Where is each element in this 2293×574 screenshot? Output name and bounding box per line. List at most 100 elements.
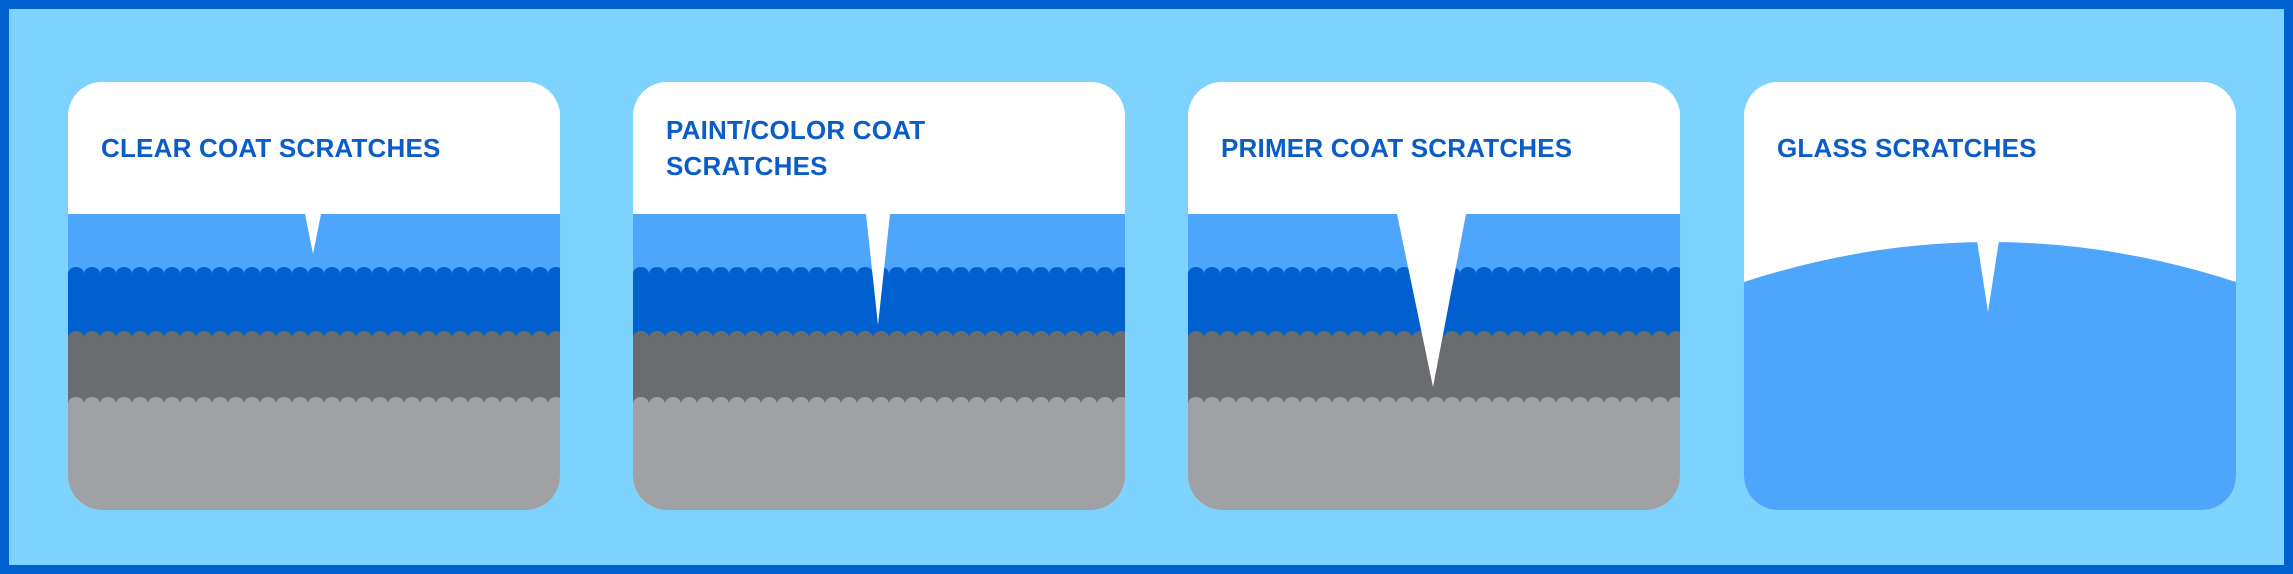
scallop-bump (665, 331, 681, 345)
scallop-bump (1113, 397, 1125, 411)
scallop-bump (420, 331, 436, 345)
scallop-bump (1300, 397, 1316, 411)
scallop-bump (100, 267, 116, 281)
scallop-bump (292, 267, 308, 281)
scallop-bump (729, 397, 745, 411)
scallop-bump (1316, 331, 1332, 345)
scallop-bump (1620, 397, 1636, 411)
scallop-bump (1236, 397, 1252, 411)
scallop-bump (148, 331, 164, 345)
scallop-bump (1081, 397, 1097, 411)
scallop-bump (1652, 331, 1668, 345)
scallop-bump (1668, 397, 1680, 411)
scallop-bump (1540, 267, 1556, 281)
scallop-bump (1604, 267, 1620, 281)
scallop-bump (500, 331, 516, 345)
scallop-bump (180, 331, 196, 345)
scallop-bump (1316, 397, 1332, 411)
scallop-bump (905, 267, 921, 281)
scallop-bump (777, 397, 793, 411)
scallop-bump (1332, 331, 1348, 345)
scallop-bump (1364, 267, 1380, 281)
scallop-bump (68, 397, 84, 411)
scallop-bump (516, 267, 532, 281)
scallop-bump (212, 397, 228, 411)
scallop-bump (372, 267, 388, 281)
scallop-bump (148, 397, 164, 411)
scallop-bump (1001, 397, 1017, 411)
scallop-bump (100, 397, 116, 411)
scallop-bump (132, 331, 148, 345)
scallop-bump (324, 331, 340, 345)
scallop-bump (84, 331, 100, 345)
scallop-bump (1001, 267, 1017, 281)
scallop-bump (1364, 331, 1380, 345)
scallop-bump (1204, 397, 1220, 411)
scallop-bump (1396, 397, 1412, 411)
layer-scallop-edge (633, 267, 1125, 281)
scallop-bump (500, 397, 516, 411)
scallop-bump (228, 397, 244, 411)
scallop-bump (196, 267, 212, 281)
scallop-bump (116, 331, 132, 345)
scallop-bump (1268, 331, 1284, 345)
scallop-bump (1284, 397, 1300, 411)
scallop-bump (116, 267, 132, 281)
scallop-bump (857, 267, 873, 281)
scallop-bump (516, 397, 532, 411)
scallop-bump (697, 267, 713, 281)
scallop-bump (484, 267, 500, 281)
scallop-bump (308, 397, 324, 411)
scallop-bump (825, 397, 841, 411)
scallop-bump (100, 331, 116, 345)
scallop-bump (681, 331, 697, 345)
scallop-bump (452, 267, 468, 281)
scallop-bump (713, 397, 729, 411)
scallop-bump (1620, 331, 1636, 345)
scallop-bump (228, 267, 244, 281)
scallop-bump (484, 331, 500, 345)
scallop-bump (180, 267, 196, 281)
scallop-bump (1460, 397, 1476, 411)
scallop-bump (84, 267, 100, 281)
scallop-bump (324, 267, 340, 281)
scallop-bump (1236, 267, 1252, 281)
scallop-bump (697, 397, 713, 411)
scallop-bump (452, 397, 468, 411)
scallop-bump (1097, 331, 1113, 345)
scallop-bump (308, 267, 324, 281)
scallop-bump (1017, 267, 1033, 281)
scallop-bump (1476, 331, 1492, 345)
scallop-bump (633, 397, 649, 411)
scallop-bump (857, 397, 873, 411)
scallop-bump (1081, 267, 1097, 281)
scallop-bump (68, 267, 84, 281)
paint-color-coat-panel: PAINT/COLOR COAT SCRATCHES (633, 82, 1125, 510)
scallop-bump (649, 331, 665, 345)
scallop-bump (1508, 267, 1524, 281)
scallop-bump (372, 331, 388, 345)
scallop-bump (356, 267, 372, 281)
scallop-bump (340, 331, 356, 345)
scallop-bump (1268, 267, 1284, 281)
scallop-bump (196, 397, 212, 411)
scallop-bump (244, 267, 260, 281)
scallop-bump (1636, 331, 1652, 345)
scallop-bump (905, 331, 921, 345)
primer-coat-layer (68, 338, 560, 404)
scallop-bump (468, 267, 484, 281)
scallop-bump (292, 331, 308, 345)
scallop-bump (841, 331, 857, 345)
scallop-bump (825, 267, 841, 281)
scallop-bump (937, 267, 953, 281)
scallop-bump (1364, 397, 1380, 411)
scallop-bump (745, 397, 761, 411)
scallop-bump (649, 397, 665, 411)
scallop-bump (1113, 331, 1125, 345)
scallop-bump (1188, 397, 1204, 411)
scallop-bump (953, 331, 969, 345)
scallop-bump (1444, 397, 1460, 411)
scallop-bump (1049, 397, 1065, 411)
scallop-bump (873, 331, 889, 345)
